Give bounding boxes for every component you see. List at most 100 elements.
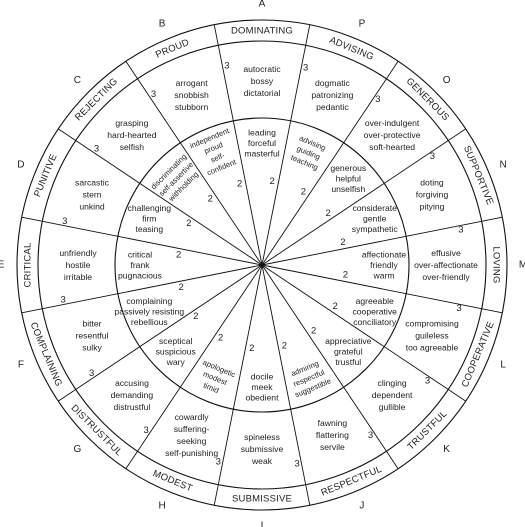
inner-descriptor: agreeable: [356, 296, 394, 306]
sector-letter: O: [443, 75, 451, 86]
sector-divider: [213, 264, 263, 506]
outer-descriptor: fawning: [318, 418, 348, 428]
inner-descriptor: leading: [248, 128, 276, 138]
outer-descriptor: gullible: [379, 402, 406, 412]
outer-descriptor: snobbish: [174, 90, 209, 100]
outer-descriptor: over-protective: [364, 130, 421, 140]
name-band-ring: [37, 40, 487, 490]
sector-divider: [58, 264, 263, 402]
sector-divider: [261, 264, 399, 469]
outer-descriptor: dogmatic: [315, 78, 351, 88]
sector-letter: P: [359, 19, 366, 30]
outer-descriptor: effusive: [431, 248, 461, 258]
inner-descriptor: critical: [128, 250, 152, 260]
outer-descriptor: too agreeable: [406, 342, 459, 352]
sector-name: COMPLAINING: [28, 321, 64, 389]
outer-intensity-level: 3: [458, 224, 463, 235]
inner-intensity-level: 2: [208, 193, 213, 204]
outer-ring: [16, 19, 508, 511]
outer-intensity-level: 3: [151, 89, 156, 100]
inner-intensity-level: 2: [218, 333, 223, 344]
inner-descriptor: appreciative: [325, 336, 372, 346]
outer-descriptor: distrustful: [114, 402, 151, 412]
inner-intensity-level: 2: [343, 270, 348, 281]
diagram-rings: [16, 19, 508, 511]
outer-descriptor: hostile: [66, 260, 91, 270]
outer-descriptor: over-indulgent: [365, 118, 420, 128]
inner-intensity-level: 2: [176, 249, 181, 260]
sector-divider: [261, 216, 503, 266]
outer-descriptor: accusing: [115, 378, 149, 388]
sector-divider: [261, 264, 503, 314]
outer-descriptor: weak: [251, 456, 273, 466]
inner-descriptor: frank: [130, 260, 150, 270]
inner-descriptor: sceptical: [159, 336, 193, 346]
inner-intensity-level: 2: [249, 343, 254, 354]
inner-descriptor: passively resisting: [114, 307, 184, 317]
outer-intensity-level: 3: [303, 62, 308, 73]
outer-descriptor: bitter: [82, 318, 101, 328]
sector-name: PROUD: [154, 37, 191, 61]
inner-descriptor: docile: [251, 372, 274, 382]
inner-descriptor: conciliatory: [353, 317, 397, 327]
outer-intensity-level: 3: [425, 375, 430, 386]
sector-letter: H: [158, 501, 165, 512]
outer-intensity-level: 3: [94, 144, 99, 155]
outer-descriptor: pedantic: [316, 102, 349, 112]
sector-dividers: [21, 24, 503, 506]
sector-name: MODEST: [151, 468, 194, 494]
sector-divider: [261, 264, 466, 402]
sector-letter: F: [18, 360, 24, 371]
outer-intensity-level: 3: [224, 61, 229, 72]
sector-letter: C: [74, 75, 81, 86]
inner-descriptor: warm: [372, 271, 394, 281]
sector-name: CRITICAL: [23, 243, 34, 288]
outer-descriptor: stubborn: [175, 102, 209, 112]
inner-descriptor: sympathetic: [352, 224, 399, 234]
inner-intensity-level: 2: [186, 218, 191, 229]
outer-descriptor: self-punishing: [165, 448, 218, 458]
sector-divider: [261, 61, 399, 266]
outer-descriptor: guileless: [415, 330, 448, 340]
outer-intensity-level: 3: [143, 425, 148, 436]
inner-descriptor: firm: [142, 213, 156, 223]
outer-descriptor: dependent: [372, 390, 413, 400]
inner-intensity-level: 2: [311, 326, 316, 337]
sector-letter: L: [500, 360, 506, 371]
outer-intensity-level: 3: [294, 458, 299, 469]
inner-intensity-level: 2: [193, 311, 198, 322]
outer-descriptor: resentful: [76, 330, 109, 340]
outer-descriptor: over-affectionate: [414, 260, 478, 270]
inner-descriptors: advisingguidingteaching: [290, 133, 328, 172]
inner-descriptor: affectionate: [362, 250, 406, 260]
outer-descriptor: sulky: [82, 342, 102, 352]
inner-descriptor: masterful: [244, 149, 279, 159]
outer-intensity-level: 3: [375, 94, 380, 105]
outer-intensity-level: 3: [457, 303, 462, 314]
sector-name: SUBMISSIVE: [232, 494, 292, 505]
sector-divider: [261, 24, 311, 266]
inner-descriptors: discriminatingself-assertivewithholding: [149, 152, 203, 206]
outer-intensity-level: 3: [430, 151, 435, 162]
outer-descriptor: servile: [320, 442, 345, 452]
outer-descriptor: irritable: [64, 272, 92, 282]
outer-descriptor: seeking: [177, 436, 207, 446]
inner-descriptor: friendly: [370, 260, 398, 270]
